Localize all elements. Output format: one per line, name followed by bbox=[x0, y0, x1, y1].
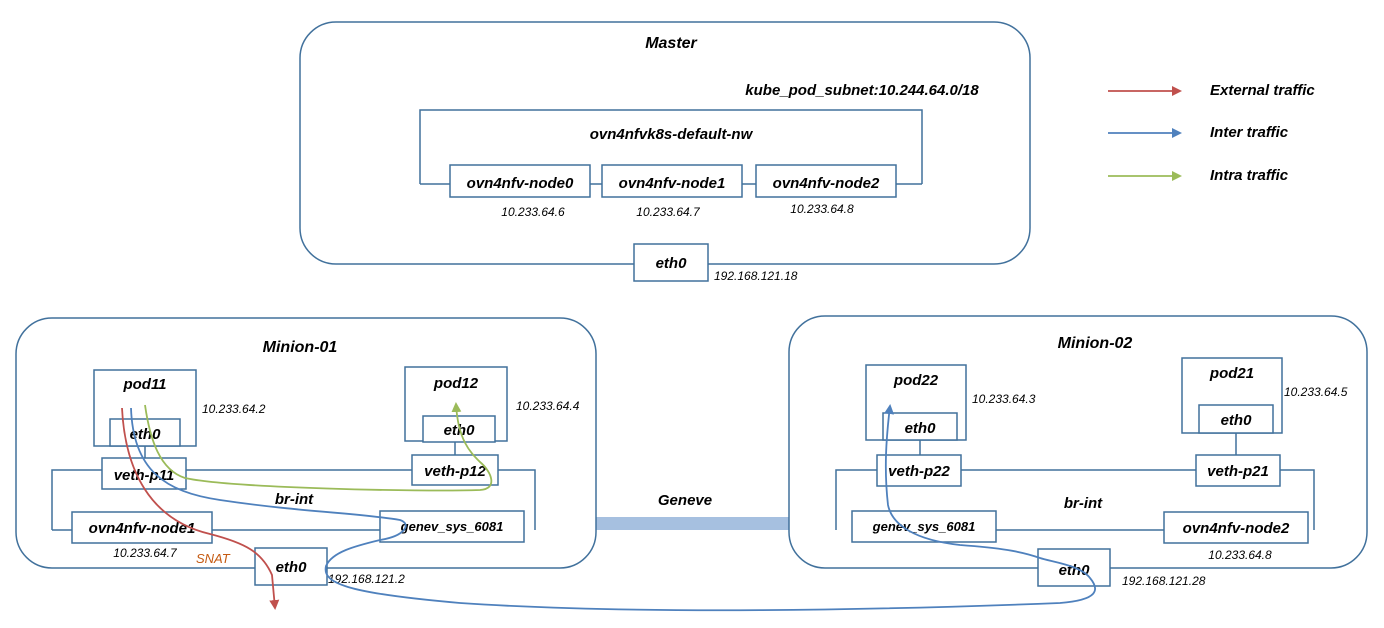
inter-traffic-path bbox=[130, 404, 1096, 612]
master-node0-ip: 10.233.64.6 bbox=[501, 205, 565, 219]
veth-p21-port bbox=[1195, 454, 1281, 487]
legend-intra-label: Intra traffic bbox=[1210, 167, 1289, 184]
minion1-geneve-port-label: genev_sys_6081 bbox=[400, 519, 504, 534]
veth-p22-port bbox=[876, 454, 962, 487]
veth-p11-port bbox=[101, 457, 187, 490]
subnet-label: kube_pod_subnet:10.244.64.0/18 bbox=[745, 82, 979, 99]
master-node1-port: ovn4nfv-node1 bbox=[601, 164, 743, 198]
external-traffic-path bbox=[121, 407, 280, 610]
minion2-eth0-ip: 192.168.121.28 bbox=[1122, 574, 1206, 588]
minion2-br-int-label: br-int bbox=[1064, 495, 1103, 512]
pod21-ip: 10.233.64.5 bbox=[1284, 385, 1348, 399]
pod12-label: pod12 bbox=[433, 375, 479, 392]
master-node2-ip: 10.233.64.8 bbox=[790, 202, 854, 216]
minion2-geneve-port-label: genev_sys_6081 bbox=[872, 519, 976, 534]
minion1-node-ip: 10.233.64.7 bbox=[113, 546, 178, 560]
pod21-eth0-port bbox=[1198, 404, 1274, 434]
legend-inter-label: Inter traffic bbox=[1210, 124, 1289, 141]
svg-text:ovn4nfv-node1: ovn4nfv-node1 bbox=[619, 175, 726, 192]
master-title: Master bbox=[645, 35, 697, 52]
veth-p11-label: veth-p11 bbox=[114, 467, 175, 484]
geneve-tunnel bbox=[528, 517, 850, 530]
minion2-node-port-label: ovn4nfv-node2 bbox=[1183, 520, 1290, 537]
master-node0-port: ovn4nfv-node0 bbox=[449, 164, 591, 198]
default-network-label: ovn4nfvk8s-default-nw bbox=[590, 126, 754, 143]
master-node2-port: ovn4nfv-node2 bbox=[755, 164, 897, 198]
pod11-ip: 10.233.64.2 bbox=[202, 402, 266, 416]
geneve-label: Geneve bbox=[658, 492, 712, 509]
master-node1-ip: 10.233.64.7 bbox=[636, 205, 701, 219]
veth-p12-port bbox=[411, 454, 499, 486]
minion2-title: Minion-02 bbox=[1058, 335, 1133, 352]
pod11-eth0-port bbox=[109, 418, 181, 447]
default-network-bracket bbox=[419, 109, 923, 184]
veth-p12-label: veth-p12 bbox=[424, 463, 486, 480]
pod12-ip: 10.233.64.4 bbox=[516, 399, 580, 413]
minion1-br-int-bracket bbox=[51, 469, 536, 530]
minion1-geneve-port bbox=[379, 510, 525, 543]
snat-label: SNAT bbox=[196, 551, 231, 566]
minion1-node-port-label: ovn4nfv-node1 bbox=[89, 520, 196, 537]
pod21-eth0-label: eth0 bbox=[1221, 412, 1253, 429]
minion2-br-int-bracket bbox=[835, 469, 1315, 530]
pod11-label: pod11 bbox=[122, 376, 166, 393]
minion2-node-port bbox=[1163, 511, 1309, 544]
svg-text:ovn4nfv-node0: ovn4nfv-node0 bbox=[467, 175, 574, 192]
legend-external-label: External traffic bbox=[1210, 82, 1315, 99]
minion1-eth0-label: eth0 bbox=[276, 559, 308, 576]
master-eth0-ip: 192.168.121.18 bbox=[714, 269, 798, 283]
svg-text:ovn4nfv-node2: ovn4nfv-node2 bbox=[773, 175, 880, 192]
legend: External traffic Inter traffic Intra tra… bbox=[1108, 82, 1315, 184]
master-region: Master kube_pod_subnet:10.244.64.0/18 ov… bbox=[299, 21, 1031, 283]
minion1-br-int-label: br-int bbox=[275, 491, 314, 508]
master-eth0-port: eth0 bbox=[633, 243, 709, 282]
veth-p22-label: veth-p22 bbox=[888, 463, 950, 480]
minion1-region: Minion-01 pod11 eth0 10.233.64.2 pod12 e… bbox=[15, 317, 597, 586]
minion2-region: Minion-02 pod22 eth0 10.233.64.3 pod21 e… bbox=[788, 315, 1368, 588]
minion1-eth0-ip: 192.168.121.2 bbox=[328, 572, 405, 586]
pod22-label: pod22 bbox=[893, 372, 939, 389]
intra-traffic-path bbox=[144, 402, 493, 492]
svg-text:eth0: eth0 bbox=[656, 255, 688, 272]
pod22-ip: 10.233.64.3 bbox=[972, 392, 1036, 406]
pod21-label: pod21 bbox=[1209, 365, 1254, 382]
veth-p21-label: veth-p21 bbox=[1207, 463, 1269, 480]
pod22-eth0-label: eth0 bbox=[905, 420, 937, 437]
minion1-title: Minion-01 bbox=[263, 339, 338, 356]
minion2-eth0-label: eth0 bbox=[1059, 562, 1091, 579]
minion2-node-ip: 10.233.64.8 bbox=[1208, 548, 1272, 562]
